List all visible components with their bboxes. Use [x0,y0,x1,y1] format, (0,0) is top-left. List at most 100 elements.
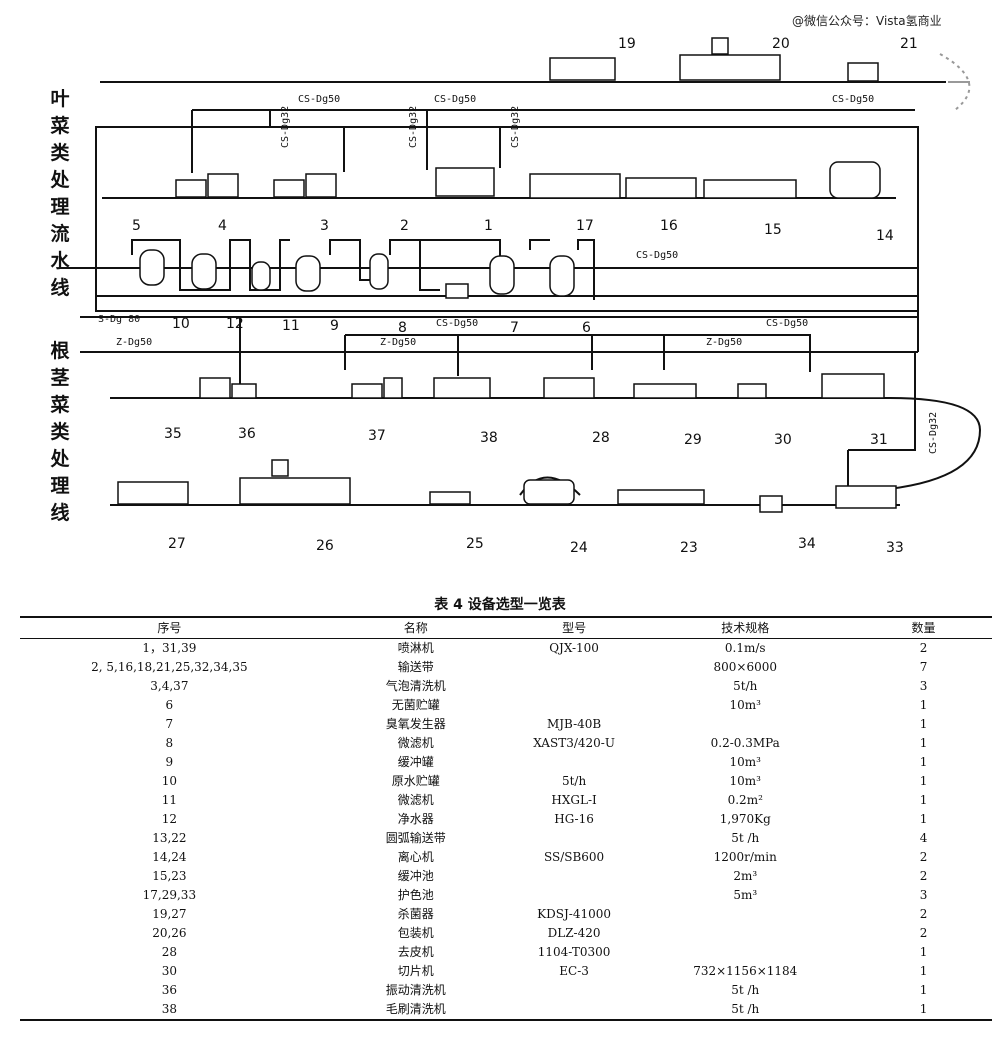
table-header-row: 序号 名称 型号 技术规格 数量 [20,617,992,639]
cell-serial: 10 [161,774,177,788]
equip-31 [821,373,885,399]
cell-name: 气泡清洗机 [385,679,446,693]
cell-model [513,753,636,772]
equip-number: 11 [282,318,300,334]
cell-model [513,886,636,905]
cell-model: SS/SB600 [543,850,605,864]
header-spec: 技术规格 [721,620,770,635]
cell-spec: 5t/h [733,679,758,693]
cell-serial: 28 [161,945,177,959]
cell-spec [635,905,855,924]
pipe-label: Z-Dg50 [706,337,742,348]
equip-number: 9 [330,318,339,334]
equip-number: 28 [592,430,610,446]
cell-name: 毛刷清洗机 [385,1002,446,1016]
cell-serial: 11 [161,793,177,807]
cell-spec: 10m³ [729,755,761,769]
equip-number: 7 [510,320,519,336]
cell-serial: 1，31,39 [142,641,197,655]
equip-25 [429,491,471,505]
cell-model: HXGL-I [551,793,597,807]
equip-number: 23 [680,540,698,556]
cell-model [513,677,636,696]
cell-spec: 5t /h [731,983,760,997]
equip-28 [543,377,595,399]
header-model: 型号 [562,620,587,635]
cell-spec: 0.2m² [727,793,763,807]
process-flow-diagram: CS-Dg50 CS-Dg50 CS-Dg50 CS-Dg32 CS-Dg32 … [60,36,982,556]
equip-number: 2 [400,218,409,234]
equip-34 [759,495,783,513]
cell-qty: 3 [919,679,928,693]
pipe-label: CS-Dg32 [928,412,939,454]
header-serial: 序号 [157,620,182,635]
equip-15 [703,179,797,199]
cell-name: 缓冲池 [397,869,434,883]
header-name: 名称 [403,620,428,635]
equip-number: 37 [368,428,386,444]
pipe-label: CS-Dg32 [280,106,291,148]
cell-model: MJB-40B [546,717,602,731]
equip-4 [175,179,207,198]
cell-spec: 10m³ [729,774,761,788]
equip-number: 24 [570,540,588,556]
equip-23 [617,489,705,505]
equip-number: 8 [398,320,407,336]
cell-qty: 1 [919,755,928,769]
cell-serial: 15,23 [152,869,187,883]
equip-number: 34 [798,536,816,552]
equip-7a [445,283,469,299]
cell-serial: 19,27 [152,907,187,921]
cell-qty: 2 [919,907,928,921]
cell-spec: 1200r/min [713,850,777,864]
cell-model [513,829,636,848]
tank-9 [295,255,321,292]
equip-number: 3 [320,218,329,234]
cell-spec: 10m³ [729,698,761,712]
equip-number: 35 [164,426,182,442]
equip-20 [679,54,781,81]
pipe-label: CS-Dg50 [766,318,808,329]
watermark: @微信公众号：Vista氢商业 [792,14,942,28]
cell-model: 5t/h [561,774,587,788]
cell-name: 喷淋机 [397,641,434,655]
cell-serial: 20,26 [152,926,187,940]
cell-qty: 1 [919,983,928,997]
cell-qty: 1 [919,774,928,788]
cell-name: 包装机 [397,926,434,940]
equip-36 [199,377,231,399]
equip-number: 10 [172,316,190,332]
pipe-label: Z-Dg50 [380,337,416,348]
cell-serial: 14,24 [152,850,187,864]
cell-serial: 38 [161,1002,177,1016]
cell-qty: 2 [919,850,928,864]
cell-name: 圆弧输送带 [385,831,446,845]
equip-number: 30 [774,432,792,448]
cell-model: 1104-T0300 [537,945,611,959]
equip-number: 12 [226,316,244,332]
cell-spec: 800×6000 [713,660,778,674]
tank-6 [549,255,575,297]
pipe-label: CS-Dg50 [434,94,476,105]
cell-serial: 2, 5,16,18,21,25,32,34,35 [91,660,248,674]
cell-model [513,867,636,886]
equip-38 [433,377,491,399]
cell-name: 原水贮罐 [391,774,440,788]
cell-serial: 7 [165,717,174,731]
cell-qty: 4 [919,831,928,845]
equip-21 [847,62,879,82]
cell-name: 臭氧发生器 [385,717,446,731]
cell-model: XAST3/420-U [533,736,615,750]
equip-number: 29 [684,432,702,448]
equip-number: 36 [238,426,256,442]
cell-spec: 0.2-0.3MPa [710,736,780,750]
